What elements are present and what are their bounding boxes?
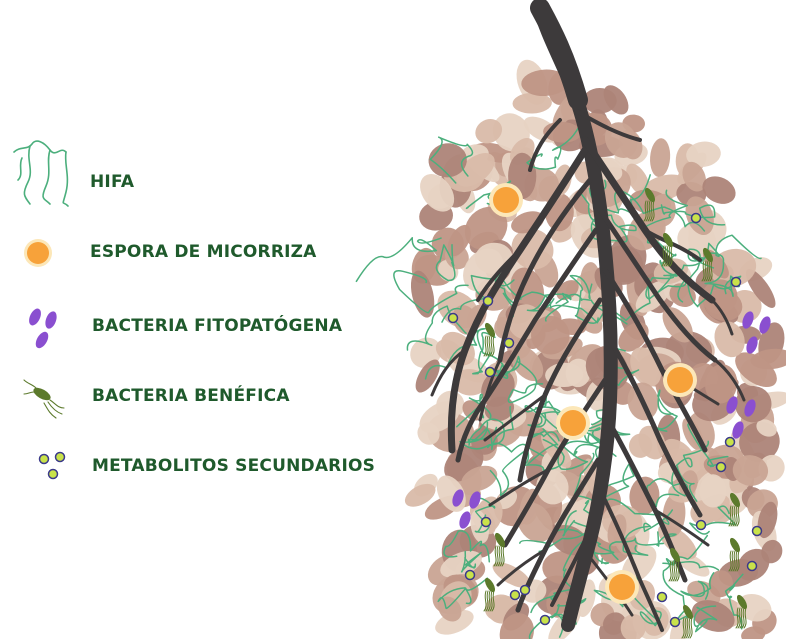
metabolite-dot	[697, 521, 706, 530]
green-bacteria-icon	[493, 531, 507, 566]
orange-spore-icon	[489, 183, 523, 217]
metabolite-dot	[484, 297, 493, 306]
legend-label-pathogen: BACTERIA FITOPATÓGENA	[92, 316, 342, 336]
purple-bacteria-icon	[27, 307, 59, 351]
metabolite-dot	[466, 571, 475, 580]
metabolite-dot	[505, 339, 514, 348]
metabolite-dot	[541, 616, 550, 625]
legend-label-metabolites: METABOLITOS SECUNDARIOS	[92, 456, 375, 476]
metabolite-dots-icon	[40, 453, 65, 479]
metabolite-dot	[449, 314, 458, 323]
metabolite-dot	[671, 618, 680, 627]
orange-spore-icon	[605, 570, 639, 604]
metabolite-dot	[658, 593, 667, 602]
metabolite-dot	[511, 591, 520, 600]
metabolite-dot	[717, 463, 726, 472]
metabolite-dot	[486, 368, 495, 377]
metabolite-dot	[748, 562, 757, 571]
metabolite-dot	[753, 527, 762, 536]
legend-label-beneficial: BACTERIA BENÉFICA	[92, 386, 290, 406]
metabolite-dot	[521, 586, 530, 595]
orange-spore-icon	[24, 239, 52, 267]
legend-label-spore: ESPORA DE MICORRIZA	[90, 242, 317, 262]
metabolite-dot	[482, 518, 491, 527]
soil-aggregate	[649, 138, 672, 178]
metabolite-dot	[692, 214, 701, 223]
green-bacteria-icon	[24, 380, 64, 418]
metabolite-dot	[726, 438, 735, 447]
hyphae-icon	[14, 141, 68, 206]
metabolite-dot	[732, 278, 741, 287]
soil-aggregate	[700, 474, 727, 507]
orange-spore-icon	[663, 363, 697, 397]
legend-label-hyphae: HIFA	[90, 172, 134, 192]
orange-spore-icon	[556, 406, 590, 440]
